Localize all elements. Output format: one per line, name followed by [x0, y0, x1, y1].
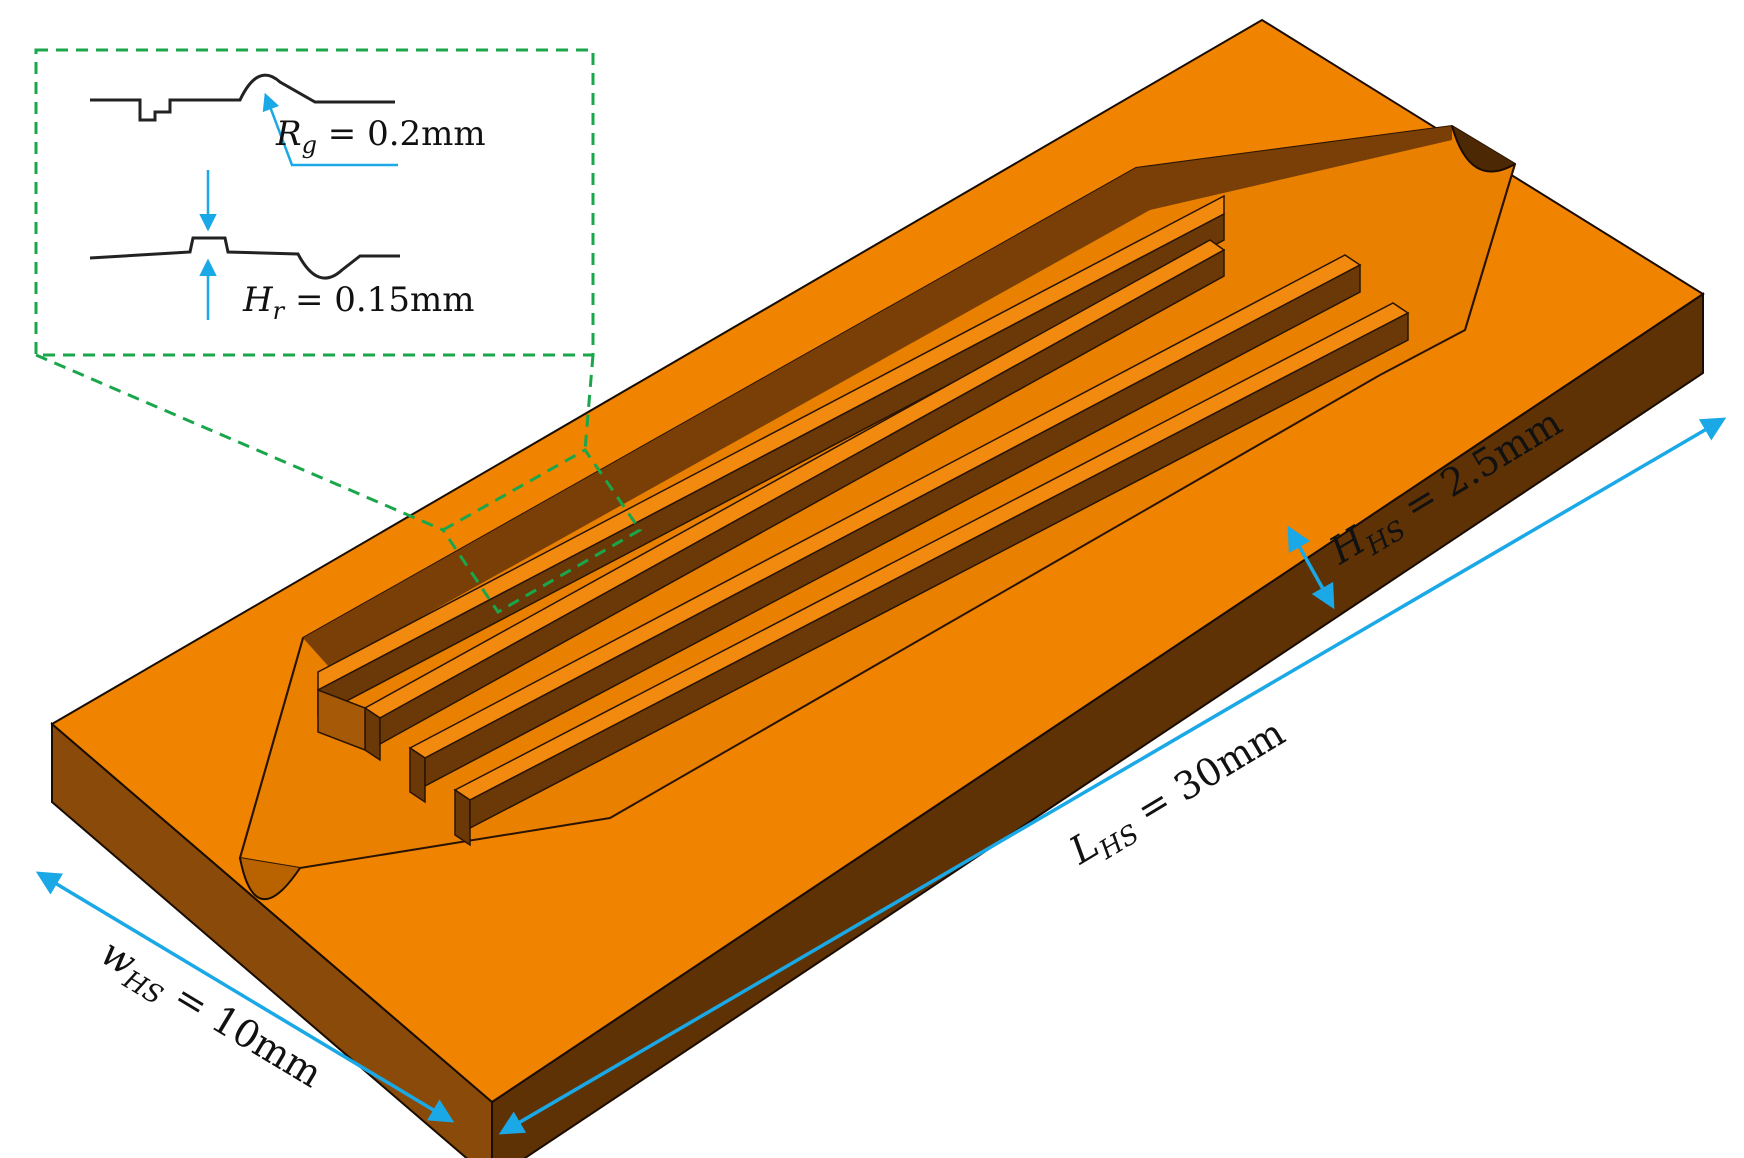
rg-leader — [262, 92, 398, 167]
groove-profile — [90, 73, 395, 122]
outlet-port — [1451, 125, 1516, 173]
rib-profile — [89, 236, 400, 280]
channel-back-wall — [303, 126, 1452, 668]
hr-label: Hr = 0.15mm — [242, 280, 474, 325]
zoom-callout: Rg = 0.2mm Hr = 0.15mm — [34, 48, 643, 615]
height-arrow — [1287, 525, 1335, 610]
length-arrow — [498, 417, 1727, 1135]
rg-label: Rg = 0.2mm — [275, 114, 486, 159]
width-arrow — [35, 871, 455, 1123]
inset-frame — [34, 48, 595, 357]
